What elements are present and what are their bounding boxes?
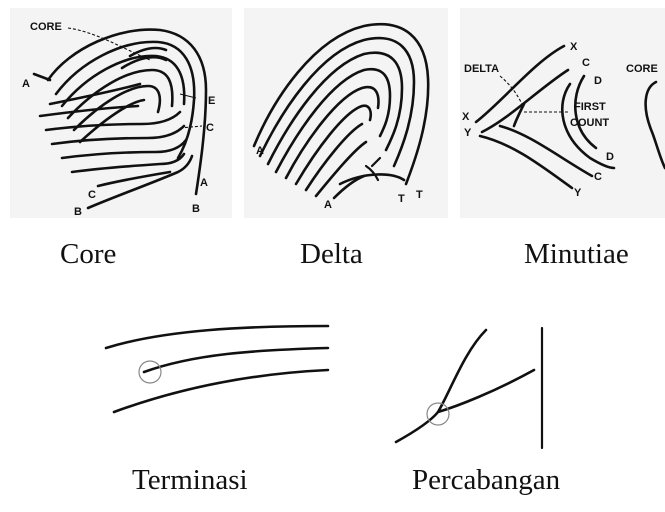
first-count-label-line2: COUNT xyxy=(570,117,609,129)
delta-diagram-panel: A A T T xyxy=(244,8,448,218)
bifurcation-caption: Percabangan xyxy=(412,464,560,497)
label-c-right: C xyxy=(206,122,214,134)
label-d-top: D xyxy=(594,75,602,87)
label-b-right: B xyxy=(192,203,200,215)
first-count-label-line1: FIRST xyxy=(574,101,606,113)
label-t-left: T xyxy=(398,193,405,205)
label-a-right: A xyxy=(200,177,208,189)
bifurcation-diagram-panel xyxy=(394,322,554,452)
delta-ridge-lines xyxy=(254,24,428,198)
label-x-left: X xyxy=(462,111,470,123)
label-d-bottom: D xyxy=(606,151,614,163)
core-fingerprint-illustration: CORE A E C C B A B xyxy=(10,8,232,218)
termination-highlight-circle xyxy=(139,361,161,383)
termination-diagram-panel xyxy=(104,320,336,420)
label-a-lower: A xyxy=(324,199,332,211)
label-t-right: T xyxy=(416,189,423,201)
core-ridge-lines xyxy=(40,30,206,208)
bifurcation-ridge-illustration xyxy=(394,322,554,452)
label-y-bottom: Y xyxy=(574,187,582,199)
core-caption: Core xyxy=(60,238,116,271)
termination-caption: Terminasi xyxy=(132,464,248,497)
label-x-top: X xyxy=(570,41,578,53)
delta-fingerprint-illustration: A A T T xyxy=(244,8,448,218)
label-c-left: C xyxy=(88,189,96,201)
label-b-left: B xyxy=(74,206,82,218)
core-diagram-panel: CORE A E C C B A B xyxy=(10,8,232,218)
label-a-left: A xyxy=(22,78,30,90)
delta-label: DELTA xyxy=(464,63,499,75)
label-y-left: Y xyxy=(464,127,472,139)
minutiae-caption: Minutiae xyxy=(524,238,629,271)
minutiae-fingerprint-illustration: DELTA X C D CORE FIRST COUNT X Y D C Y xyxy=(460,8,665,218)
label-c-top: C xyxy=(582,57,590,69)
delta-caption: Delta xyxy=(300,238,363,271)
minutiae-diagram-panel: DELTA X C D CORE FIRST COUNT X Y D C Y xyxy=(460,8,665,218)
core-label: CORE xyxy=(626,63,658,75)
label-c-bottom: C xyxy=(594,171,602,183)
label-e: E xyxy=(208,95,215,107)
label-a-upper: A xyxy=(256,145,264,157)
core-label: CORE xyxy=(30,21,62,33)
termination-ridge-illustration xyxy=(104,320,336,420)
